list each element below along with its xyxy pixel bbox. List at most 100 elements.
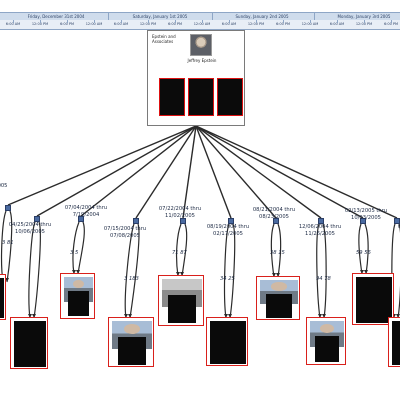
person-photo <box>0 278 4 318</box>
spoke-edge <box>195 125 322 219</box>
branch-marker[interactable] <box>228 218 234 224</box>
person-photo-card[interactable] <box>306 317 346 365</box>
branch-marker[interactable] <box>78 216 84 222</box>
edge-arrowhead <box>272 273 276 277</box>
edge-count-label: 3 183 <box>124 276 139 282</box>
branch-marker[interactable] <box>318 218 324 224</box>
edge-arrowhead <box>32 314 36 318</box>
edge-arrowhead <box>28 314 32 318</box>
redaction-block <box>315 336 339 362</box>
timeline-hour-label: 6:00 AM <box>5 22 21 26</box>
edge-arrowhead <box>360 270 364 274</box>
timeline-hour-tick <box>121 20 122 23</box>
timeline-hour-label: 12:00 PM <box>139 22 157 26</box>
root-group-label: Epstein and Associates <box>152 34 176 44</box>
person-photo <box>392 321 400 365</box>
redaction-block <box>168 295 196 323</box>
timeline-day-separator <box>108 13 109 21</box>
redaction-block <box>118 337 146 365</box>
edge-count-label: 71 87 <box>172 250 187 256</box>
timeline-hour-tick <box>310 20 311 23</box>
timeline-hour-label: 6:00 PM <box>383 22 399 26</box>
person-photo-card[interactable] <box>388 317 400 367</box>
date-start: 03/ <box>397 224 400 230</box>
association-edge <box>316 223 321 319</box>
date-range-label: /2005 <box>0 183 28 190</box>
person-photo-card[interactable] <box>206 317 248 366</box>
date-end: 7/19/2004 <box>72 211 100 218</box>
timeline-hour-label: 12:00 AM <box>193 22 211 26</box>
edge-arrowhead <box>318 314 322 318</box>
association-edge <box>28 221 36 319</box>
root-redacted-photo <box>217 78 243 116</box>
edge-count-label: 3 81 <box>2 240 14 246</box>
root-redacted-photo <box>159 78 185 116</box>
timeline-hour-tick <box>364 20 365 23</box>
association-edge <box>77 221 85 275</box>
timeline-day-label: Saturday, January 1st 2005 <box>132 14 188 19</box>
association-edge <box>223 223 230 319</box>
association-edge <box>33 221 41 319</box>
date-start: 07/15/2004 thru <box>103 226 147 232</box>
root-redacted-photo <box>188 78 214 116</box>
spoke-edge <box>7 125 197 206</box>
edge-arrowhead <box>124 314 128 318</box>
spoke-edge <box>80 125 197 217</box>
timeline-hour-label: 6:00 AM <box>221 22 237 26</box>
association-edge <box>175 223 182 277</box>
association-edge <box>72 221 80 275</box>
association-edge <box>124 223 135 319</box>
timeline-day-separator <box>212 13 213 21</box>
root-name: Jeffrey Epstein <box>187 58 217 63</box>
timeline-hour-tick <box>67 20 68 23</box>
person-photo-card[interactable] <box>60 273 95 319</box>
edge-count-label: 3 5 <box>70 250 79 256</box>
timeline-hour-tick <box>202 20 203 23</box>
redaction-block <box>68 291 89 316</box>
branch-marker[interactable] <box>5 205 11 211</box>
timeline-hour-label: 12:00 AM <box>301 22 319 26</box>
timeline-hour-label: 12:00 PM <box>31 22 49 26</box>
person-photo-card[interactable] <box>352 273 394 325</box>
person-photo-card[interactable] <box>256 276 300 320</box>
edge-arrowhead <box>76 270 80 274</box>
spoke-edge <box>182 125 197 219</box>
branch-marker[interactable] <box>34 216 40 222</box>
date-start: 07/22/2004 thru <box>158 206 202 212</box>
branch-marker[interactable] <box>273 218 279 224</box>
timeline-day-label: Monday, January 3rd 2005 <box>337 14 391 19</box>
branch-marker[interactable] <box>133 218 139 224</box>
person-photo-card[interactable] <box>108 317 154 367</box>
person-photo-card[interactable] <box>158 275 204 326</box>
root-node[interactable]: Epstein and Associates Jeffrey Epstein <box>147 30 245 126</box>
date-end: 11/26/2005 <box>305 230 335 237</box>
spoke-edge <box>195 125 277 219</box>
timeline-hour-tick <box>337 20 338 23</box>
timeline-hour-tick <box>391 20 392 23</box>
person-photo <box>356 277 392 323</box>
timeline-hour-label: 6:00 PM <box>59 22 75 26</box>
root-portrait <box>190 34 212 56</box>
association-edge <box>6 210 13 283</box>
person-photo-card[interactable] <box>10 317 48 369</box>
timeline-hour-label: 12:00 PM <box>355 22 373 26</box>
association-edge <box>364 223 369 275</box>
spoke-edge <box>135 125 197 219</box>
timeline-hour-tick <box>40 20 41 23</box>
date-range-label: 03/0 <box>374 224 400 237</box>
edge-arrowhead <box>180 272 184 276</box>
association-edge <box>397 223 400 319</box>
date-start: 08/21/2004 thru <box>252 207 296 213</box>
branch-marker[interactable] <box>360 218 366 224</box>
edge-arrowhead <box>228 314 232 318</box>
branch-marker[interactable] <box>180 218 186 224</box>
edge-count-label: 94 78 <box>316 276 331 282</box>
timeline-day-separator <box>314 13 315 21</box>
person-photo-card[interactable] <box>0 274 6 320</box>
